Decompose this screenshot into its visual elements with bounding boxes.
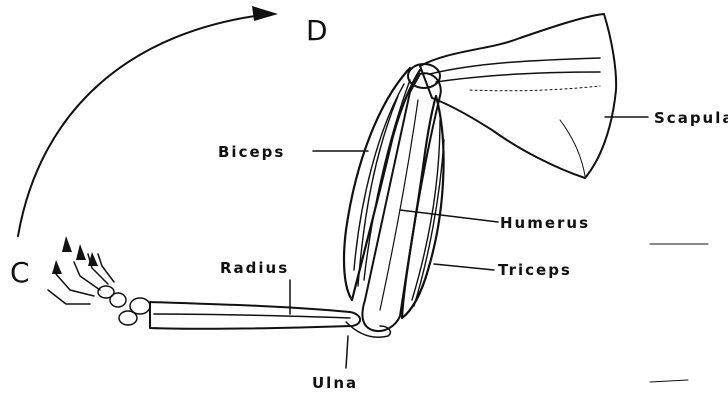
letter-start: C bbox=[10, 256, 30, 289]
motion-arrowhead bbox=[252, 6, 278, 21]
label-biceps: Biceps bbox=[218, 143, 285, 161]
forearm-bones bbox=[150, 302, 390, 337]
triceps-muscle bbox=[402, 96, 444, 318]
scapula-bone bbox=[420, 14, 616, 178]
motion-arc bbox=[18, 14, 270, 236]
label-scapula: Scapula bbox=[654, 109, 728, 127]
letter-end: D bbox=[306, 14, 328, 47]
label-humerus: Humerus bbox=[500, 214, 590, 232]
label-ulna: Ulna bbox=[312, 374, 358, 392]
label-triceps: Triceps bbox=[498, 261, 572, 279]
stray-line-2 bbox=[650, 380, 688, 382]
ulna-leader bbox=[346, 336, 348, 368]
triceps-leader bbox=[434, 264, 494, 270]
hand-bones bbox=[48, 236, 150, 325]
label-radius: Radius bbox=[220, 259, 289, 277]
